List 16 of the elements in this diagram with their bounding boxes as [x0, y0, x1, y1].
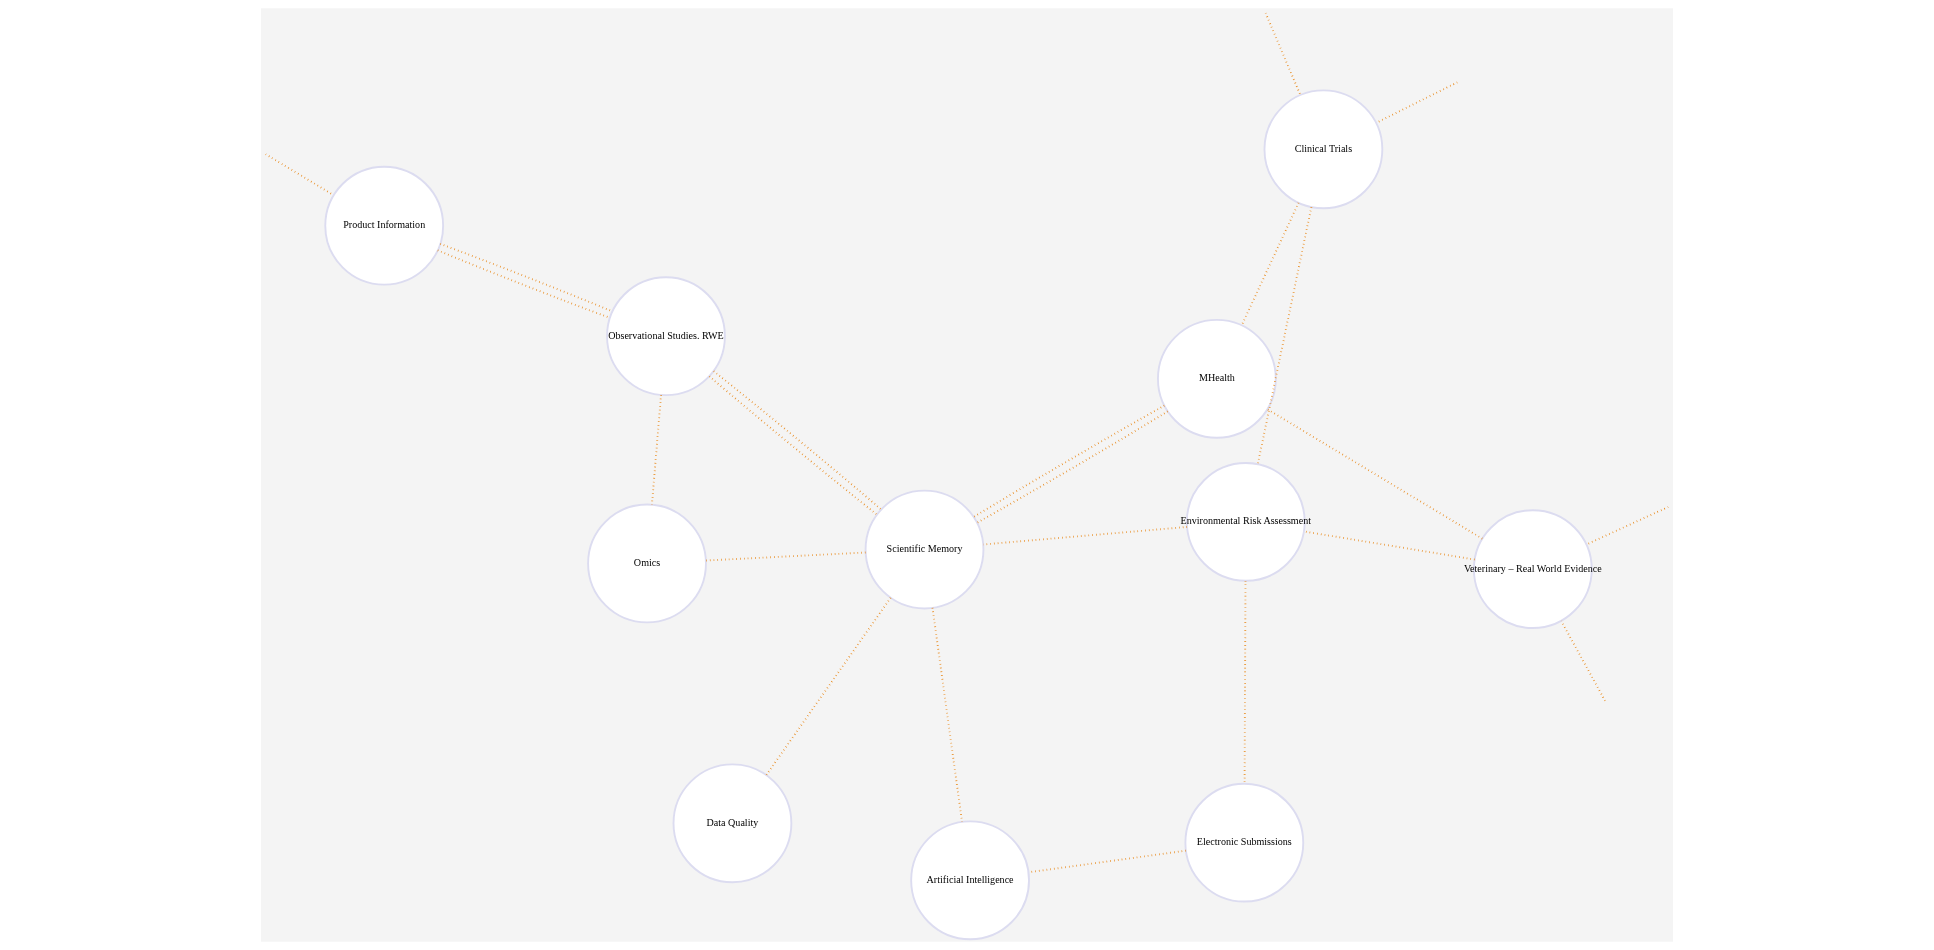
node-circle: Electronic Submissions [1184, 782, 1305, 903]
node-circle: Product Information [324, 165, 445, 286]
connector [1264, 12, 1302, 96]
connector [1560, 620, 1606, 702]
connector [931, 606, 963, 823]
node-circle: Artificial Intelligence [910, 820, 1030, 941]
connector [650, 394, 662, 506]
connector [1303, 530, 1476, 561]
connector [982, 526, 1188, 546]
node-circle: MHealth [1157, 318, 1277, 439]
node-circle: Observational Studies. RWE [606, 276, 726, 397]
node-circle: Clinical Trials [1263, 89, 1384, 210]
connector [1256, 206, 1313, 465]
node-circle: Scientific Memory [864, 489, 985, 610]
node-circle: Data Quality [672, 763, 793, 884]
node-circle: Omics [587, 503, 707, 624]
